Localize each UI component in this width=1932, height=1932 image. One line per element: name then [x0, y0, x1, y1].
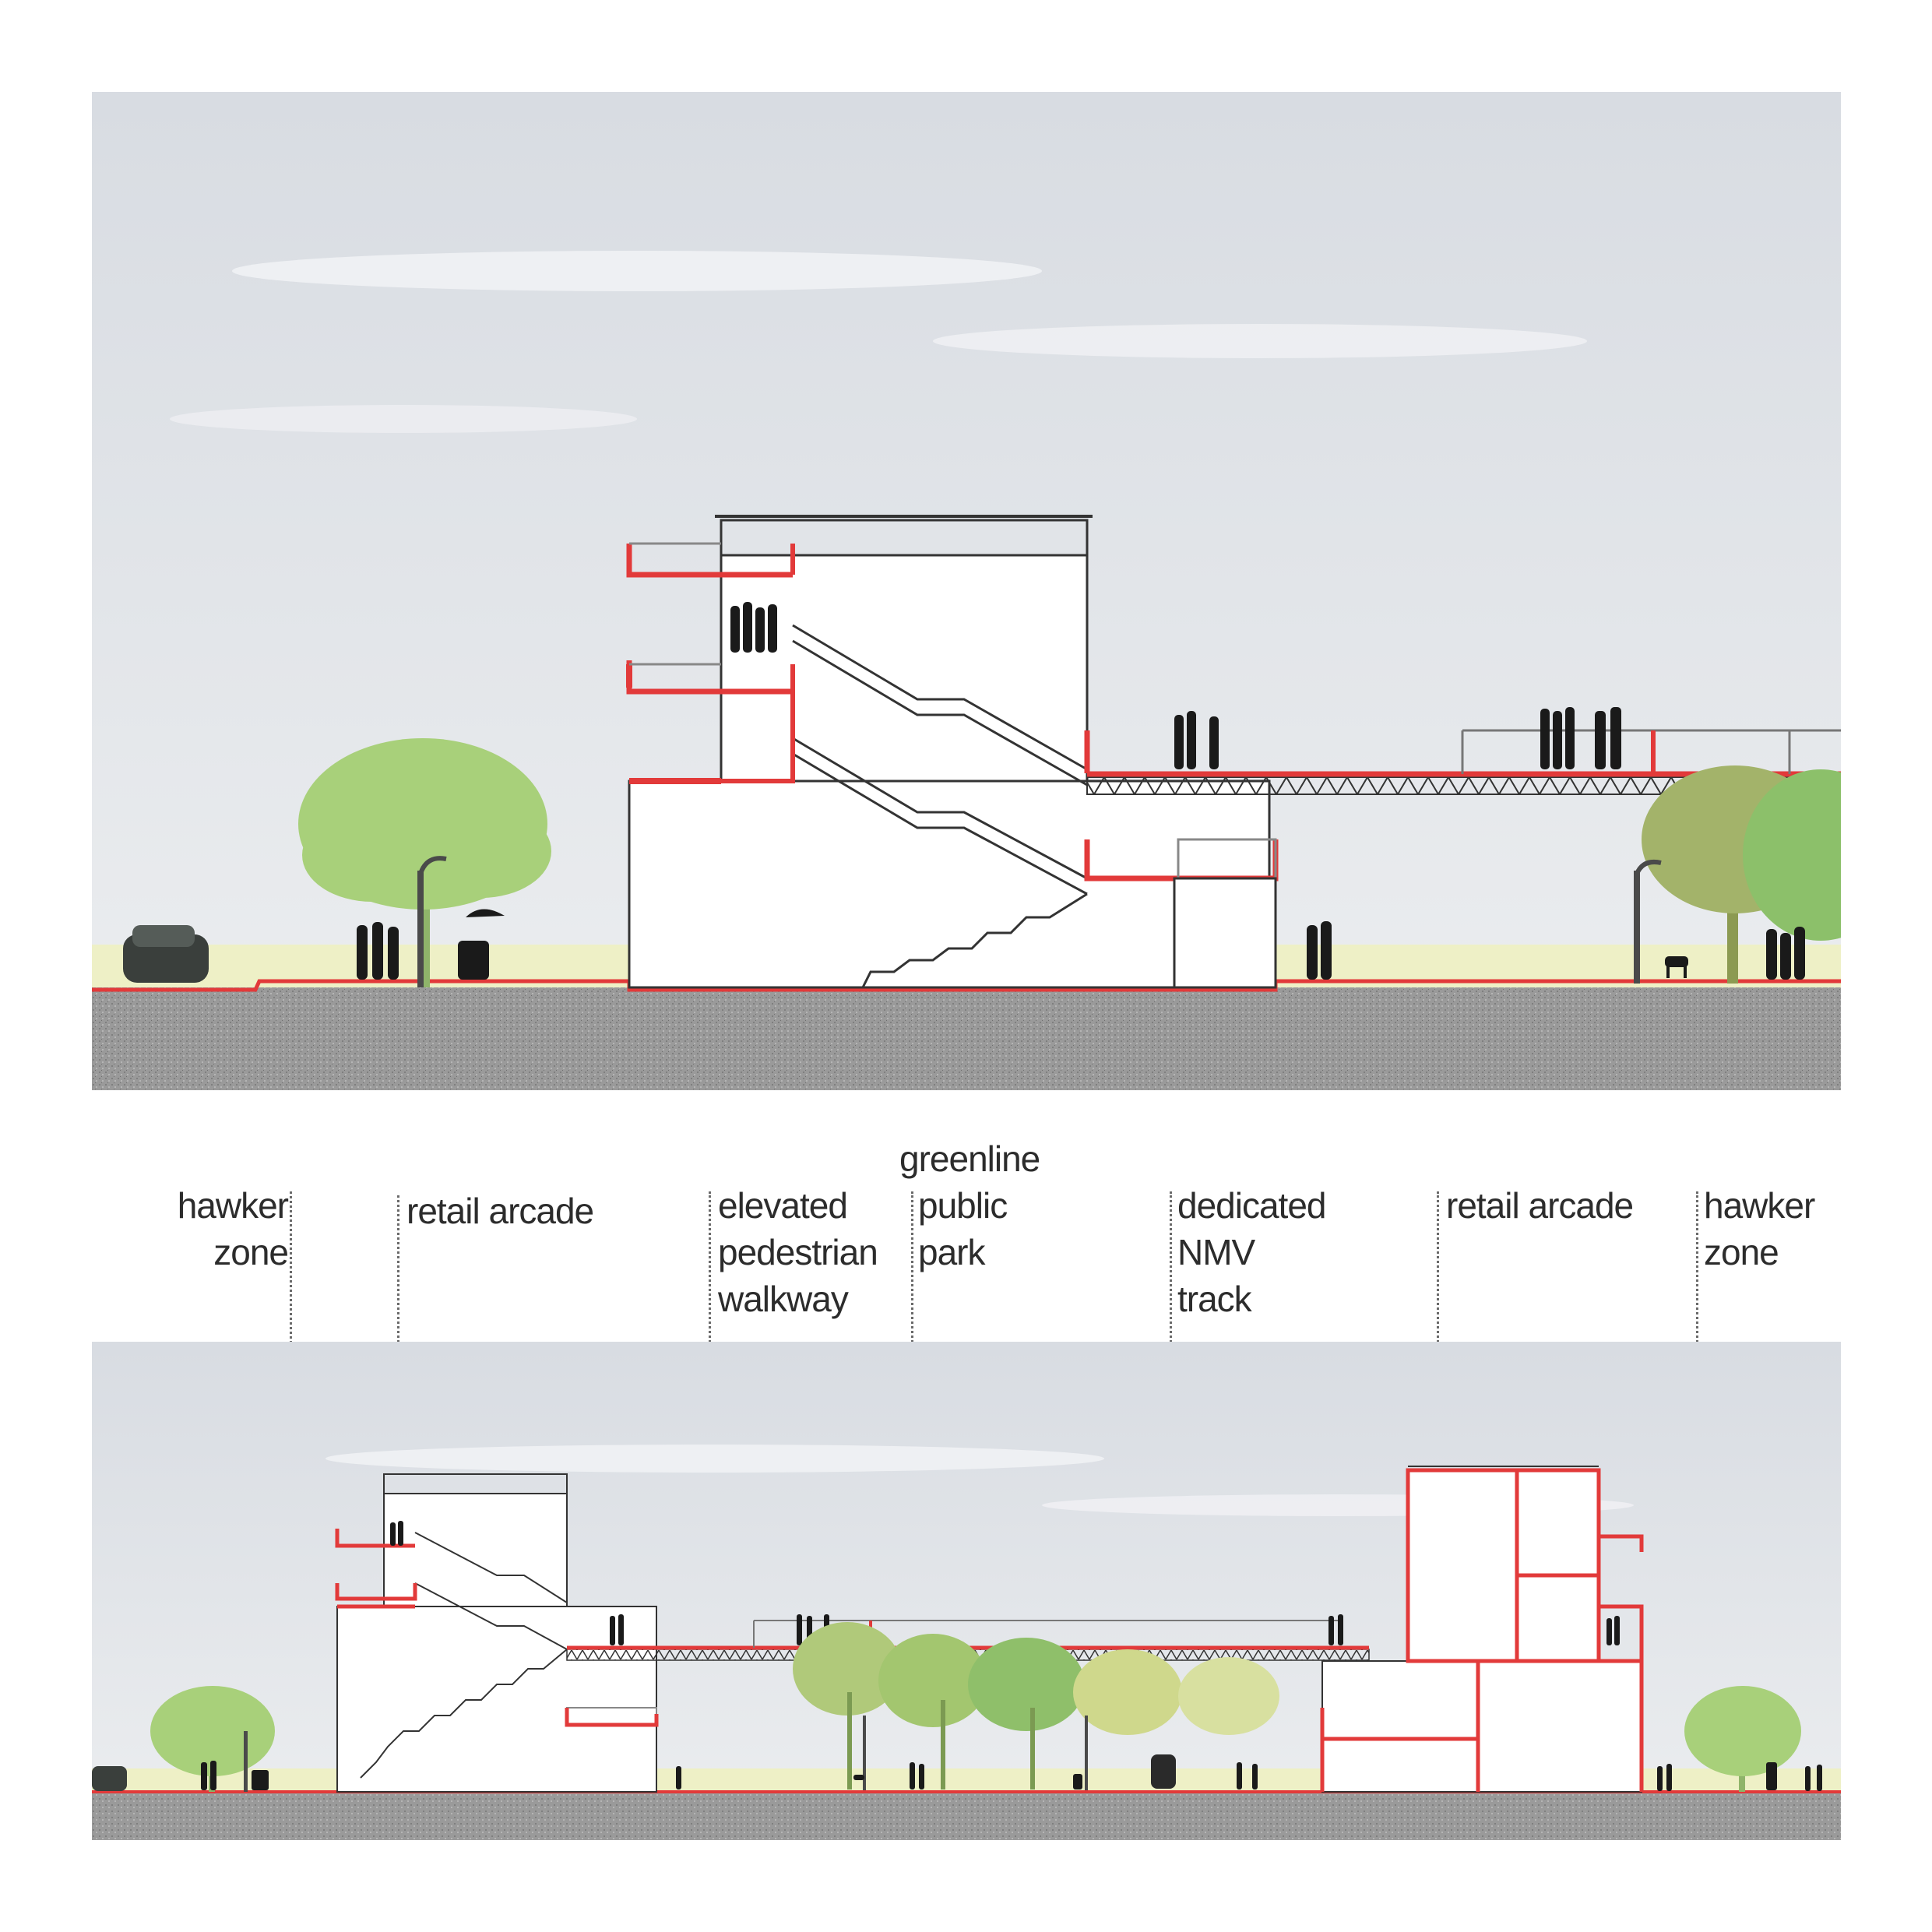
retail-arcade-building-right [1320, 1466, 1644, 1793]
cloud [232, 251, 1042, 291]
cloud [933, 324, 1587, 358]
car-icon [123, 925, 209, 983]
ground [92, 1792, 1841, 1840]
person-silhouette-icon [201, 1761, 269, 1790]
section-overall-svg [92, 1342, 1841, 1840]
street-lamp-icon [417, 856, 447, 987]
person-silhouette-icon [1606, 1616, 1620, 1645]
person-silhouette-icon [730, 602, 777, 653]
tree-icon [298, 738, 551, 987]
person-silhouette-icon [390, 1521, 403, 1546]
bicycle-icon [1151, 1754, 1176, 1789]
tree-icon [1642, 765, 1841, 984]
dog-icon [1665, 956, 1688, 978]
section-detail-svg [92, 92, 1841, 1090]
retail-arcade-building-left [335, 1473, 659, 1793]
tree-icon [1684, 1686, 1801, 1792]
person-silhouette-icon [1307, 921, 1332, 980]
ground [92, 987, 1841, 1090]
street-lamp-icon [1634, 860, 1662, 984]
label-retail-arcade-left: retail arcade [406, 1191, 594, 1231]
label-retail-arcade-right: retail arcade [1446, 1185, 1634, 1226]
tree-icon [793, 1622, 1279, 1789]
person-silhouette-icon [1766, 927, 1805, 980]
retail-arcade-building [626, 515, 1279, 989]
cloud [326, 1445, 1104, 1473]
cloud [170, 405, 637, 433]
dog-icon [853, 1775, 864, 1780]
section-drawing-overall [92, 1342, 1841, 1840]
person-silhouette-icon [357, 909, 505, 980]
street-lamp-icon [244, 1731, 248, 1792]
street-lamp-icon [863, 1716, 1088, 1790]
car-icon [92, 1766, 127, 1791]
person-silhouette-icon [1174, 707, 1621, 769]
section-drawing-detail [92, 92, 1841, 1090]
person-silhouette-icon [676, 1762, 1258, 1789]
leader-hawker-zone-left [290, 1191, 292, 1367]
person-silhouette-icon [1657, 1762, 1822, 1791]
